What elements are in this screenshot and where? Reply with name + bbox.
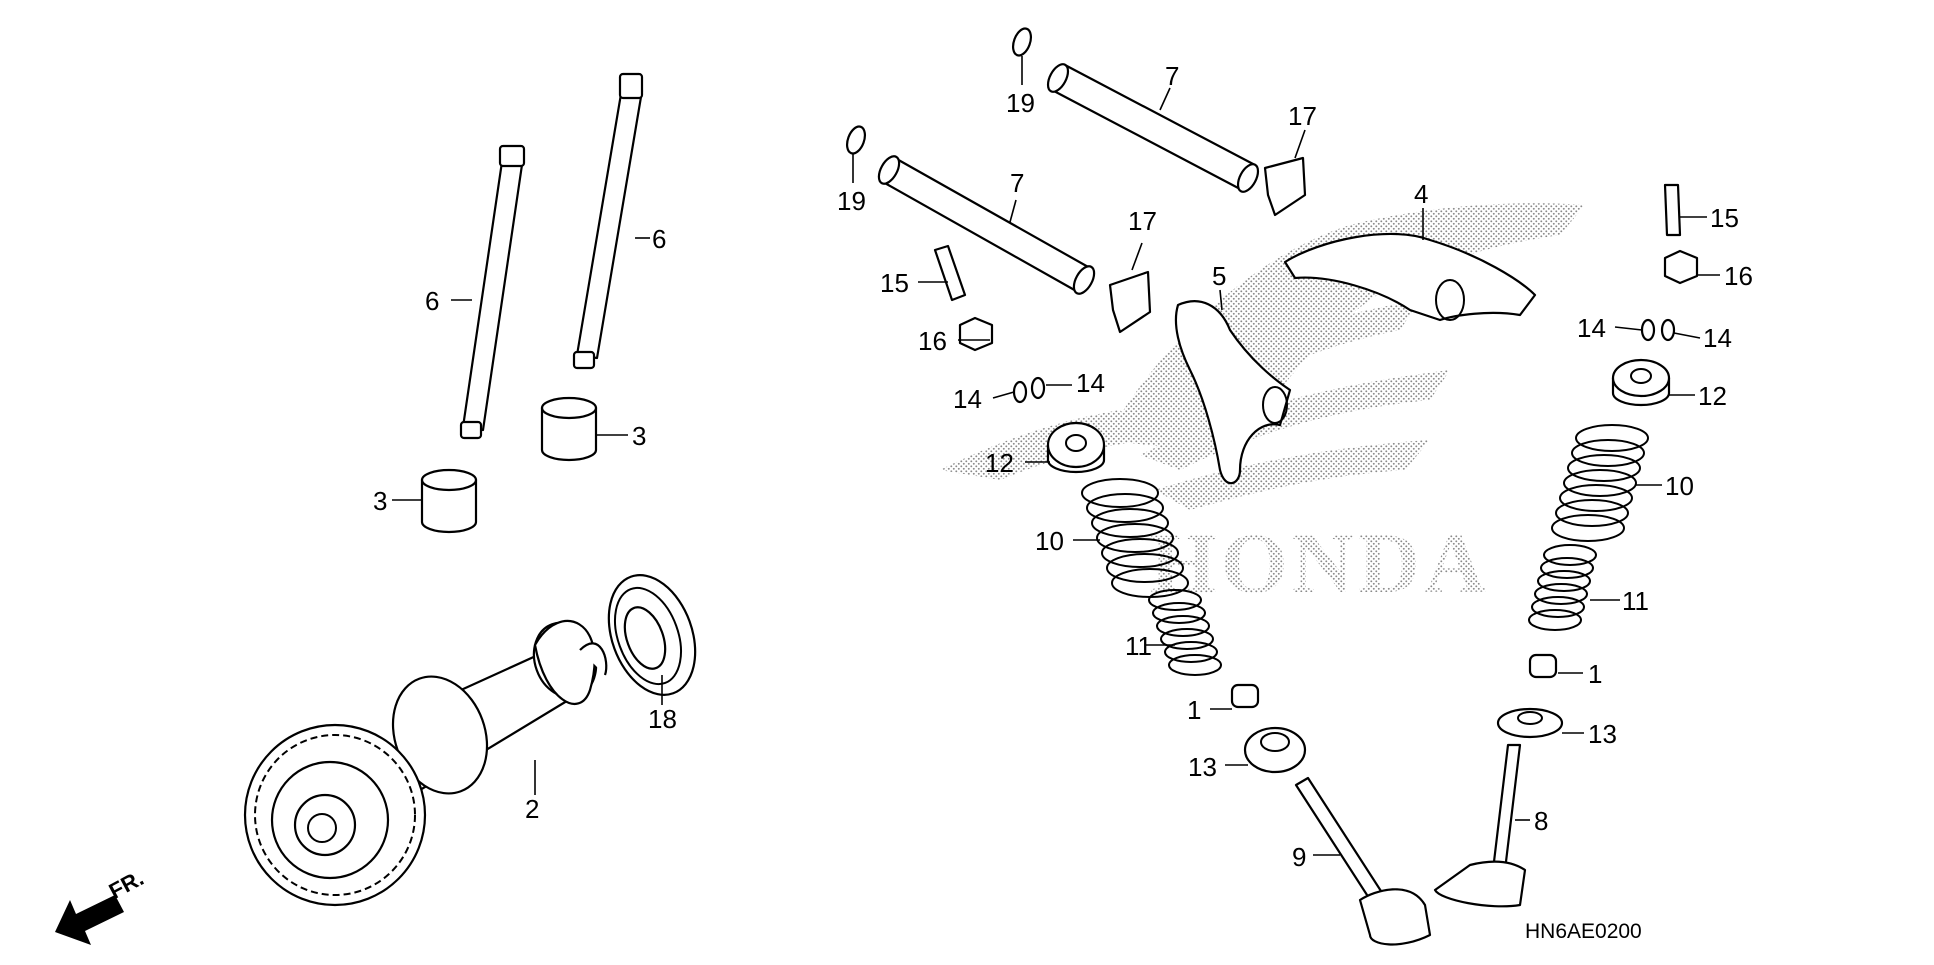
nut-right	[1663, 249, 1699, 285]
callout-13-right: 13	[1588, 719, 1617, 749]
adjust-screw-left	[933, 244, 967, 302]
lifter-upper	[540, 396, 598, 462]
seal-left	[1230, 683, 1260, 709]
callout-15-left: 15	[880, 268, 909, 298]
callout-9: 9	[1292, 842, 1306, 872]
callout-12-left: 12	[985, 448, 1014, 478]
callout-14-right-b: 14	[1703, 323, 1732, 353]
callout-3-upper: 3	[632, 421, 646, 451]
rocker-shaft-upper	[1046, 63, 1260, 193]
callout-6-left: 6	[425, 286, 439, 316]
cotter-left-a	[1012, 380, 1028, 404]
diagram-code: HN6AE0200	[1525, 920, 1642, 943]
callout-14-right-a: 14	[1577, 313, 1606, 343]
plate-lower	[1108, 270, 1152, 334]
washer-lower	[845, 125, 867, 155]
honda-logo-text: HONDA	[1150, 515, 1490, 611]
valve-intake	[1433, 743, 1527, 908]
callout-4: 4	[1414, 179, 1428, 209]
seal-right	[1528, 653, 1558, 679]
bearing	[607, 574, 697, 696]
callouts: 6 6 3 3 2 18 19 19 7 7 17 17 4 5 15 15 1…	[373, 61, 1753, 872]
callout-1-right: 1	[1588, 659, 1602, 689]
callout-17-lower: 17	[1128, 206, 1157, 236]
cotter-right-a	[1640, 318, 1656, 342]
rocker-arm-left	[1174, 300, 1292, 485]
callout-15-right: 15	[1710, 203, 1739, 233]
spring-inner-left	[1148, 589, 1222, 676]
callout-16-left: 16	[918, 326, 947, 356]
spring-inner-right	[1528, 544, 1597, 631]
lifter-lower	[420, 468, 478, 534]
callout-5: 5	[1212, 261, 1226, 291]
callout-3-lower: 3	[373, 486, 387, 516]
pushrod-left	[459, 144, 526, 440]
callout-19-lower: 19	[837, 186, 866, 216]
callout-18: 18	[648, 704, 677, 734]
callout-7-lower: 7	[1010, 168, 1024, 198]
callout-19-upper: 19	[1006, 88, 1035, 118]
nut-left	[958, 316, 994, 352]
plate-upper	[1263, 156, 1307, 217]
camshaft	[243, 619, 608, 907]
callout-10-left: 10	[1035, 526, 1064, 556]
callout-16-right: 16	[1724, 261, 1753, 291]
rocker-shaft-lower	[877, 155, 1096, 295]
leader-lines	[392, 56, 1720, 856]
spring-seat-left	[1243, 726, 1307, 774]
callout-8: 8	[1534, 806, 1548, 836]
washer-upper	[1011, 27, 1033, 57]
callout-11-right: 11	[1622, 586, 1649, 616]
pushrod-right	[572, 72, 644, 370]
front-direction-arrow	[55, 895, 124, 945]
spring-outer-right	[1551, 424, 1649, 542]
rocker-arm-right	[1283, 232, 1537, 322]
callout-14-left-a: 14	[953, 384, 982, 414]
retainer-left	[1046, 421, 1106, 474]
callout-1-left: 1	[1187, 695, 1201, 725]
callout-7-upper: 7	[1165, 61, 1179, 91]
cotter-left-b	[1030, 376, 1046, 400]
retainer-right	[1611, 358, 1671, 407]
adjust-screw-right	[1663, 183, 1682, 237]
callout-10-right: 10	[1665, 471, 1694, 501]
callout-11-left: 11	[1125, 631, 1152, 661]
spring-seat-right	[1496, 707, 1564, 739]
callout-6-right: 6	[652, 224, 666, 254]
cotter-right-b	[1660, 318, 1676, 342]
valve-exhaust	[1294, 776, 1432, 946]
callout-12-right: 12	[1698, 381, 1727, 411]
callout-2: 2	[525, 794, 539, 824]
callout-17-upper: 17	[1288, 101, 1317, 131]
callout-14-left-b: 14	[1076, 368, 1105, 398]
callout-13-left: 13	[1188, 752, 1217, 782]
